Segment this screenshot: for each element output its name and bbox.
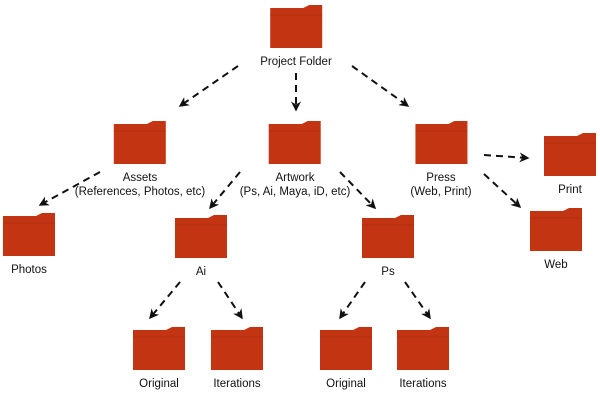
node-label: Ps (381, 266, 395, 278)
folder-icon (114, 121, 166, 164)
folder-icon (414, 121, 467, 164)
arrow-artwork-to-ai (209, 171, 241, 210)
node-web[interactable]: Web (527, 208, 585, 272)
folder-icon (544, 133, 596, 176)
folder-icon (362, 215, 414, 258)
folder-icon (269, 121, 321, 164)
node-subtitle: (References, Photos, etc) (74, 186, 206, 198)
node-ps-iterations[interactable]: Iterations (394, 327, 452, 391)
node-photos[interactable]: Photos (0, 213, 58, 277)
node-ps[interactable]: Ps (359, 215, 417, 279)
node-ai[interactable]: Ai (172, 215, 230, 279)
node-label: Original (326, 378, 366, 390)
node-label: Original (139, 378, 179, 390)
node-label: Print (558, 184, 582, 196)
node-artwork[interactable]: Artwork (Ps, Ai, Maya, iD, etc) (240, 121, 351, 199)
folder-icon (530, 208, 582, 251)
arrow-artwork-to-ps (339, 171, 377, 210)
node-title: Assets (122, 172, 158, 184)
node-ai-original[interactable]: Original (130, 327, 188, 391)
node-ps-original[interactable]: Original (317, 327, 375, 391)
folder-icon (133, 327, 185, 370)
arrow-ps-to-iterations (404, 281, 431, 320)
arrow-ai-to-iterations (217, 281, 243, 320)
folder-icon (397, 327, 449, 370)
folder-icon (175, 215, 227, 258)
node-label: Project Folder (260, 56, 332, 68)
node-label: Web (544, 259, 568, 271)
node-label: Iterations (399, 378, 447, 390)
arrow-press-to-web (483, 173, 522, 209)
arrow-ai-to-original (149, 281, 181, 320)
node-assets[interactable]: Assets (References, Photos, etc) (75, 121, 205, 199)
folder-icon (211, 327, 263, 370)
node-label: Assets (References, Photos, etc) (75, 171, 205, 199)
node-subtitle: (Ps, Ai, Maya, iD, etc) (239, 186, 351, 198)
arrow-project-to-press (351, 65, 410, 107)
node-title: Press (426, 172, 456, 184)
node-print[interactable]: Print (541, 133, 599, 197)
arrow-press-to-print (483, 152, 530, 163)
arrow-ps-to-original (339, 281, 366, 320)
node-press[interactable]: Press (Web, Print) (410, 121, 472, 199)
node-label: Artwork (Ps, Ai, Maya, iD, etc) (240, 171, 351, 199)
node-ai-iterations[interactable]: Iterations (208, 327, 266, 391)
node-label: Photos (11, 264, 47, 276)
node-title: Artwork (275, 172, 315, 184)
node-label: Ai (195, 266, 207, 278)
folder-icon (3, 213, 55, 256)
arrow-project-to-assets (178, 65, 239, 107)
node-label: Iterations (213, 378, 261, 390)
node-subtitle: (Web, Print) (410, 186, 472, 198)
folder-icon (270, 5, 322, 48)
node-project-folder[interactable]: Project Folder (260, 5, 332, 69)
node-label: Press (Web, Print) (410, 171, 471, 199)
folder-icon (320, 327, 372, 370)
